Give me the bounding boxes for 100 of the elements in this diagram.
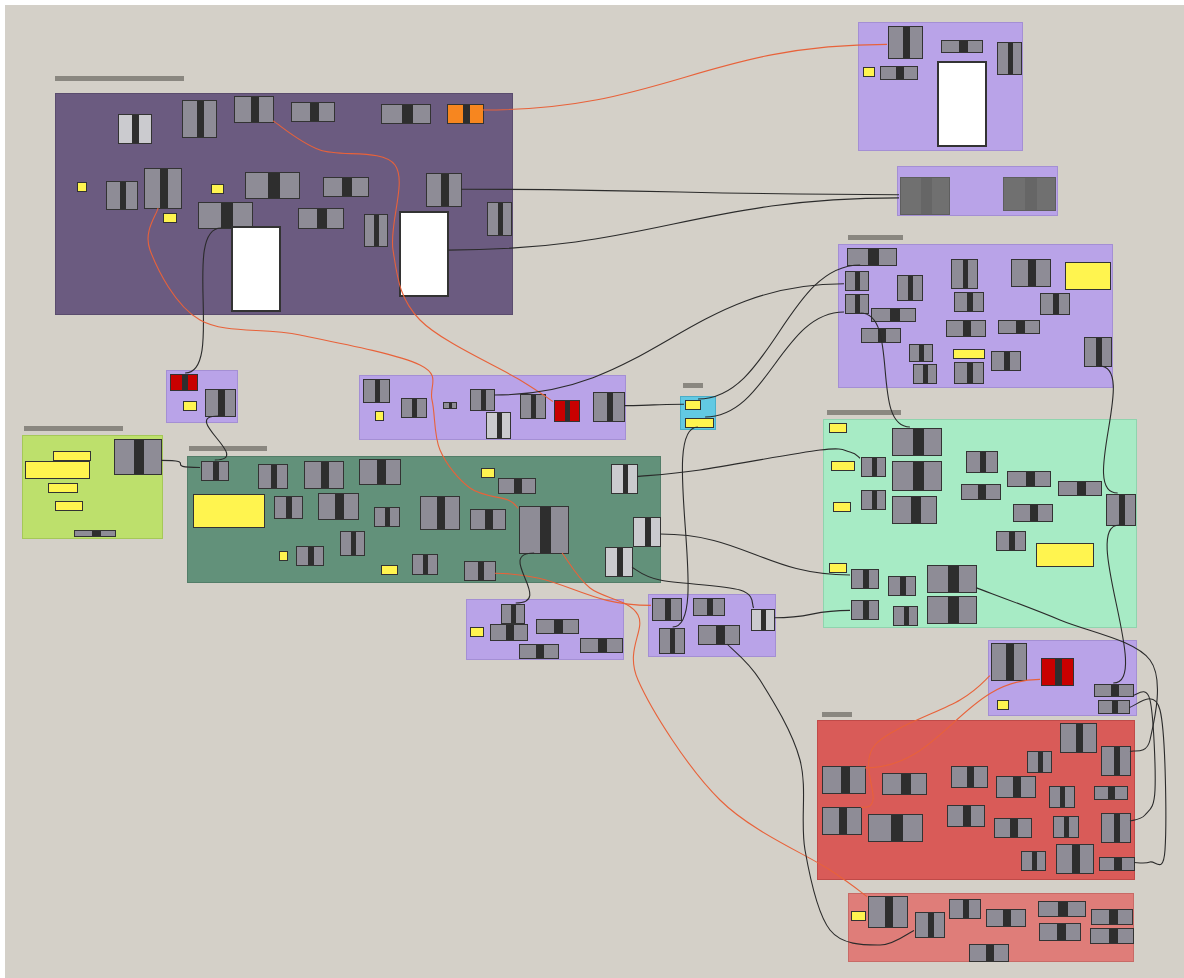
wire <box>493 283 845 396</box>
component-block <box>182 100 217 138</box>
component-block <box>487 202 512 236</box>
parameter-block <box>1065 262 1111 290</box>
component-block <box>205 389 236 417</box>
component-block <box>426 173 462 207</box>
component-block <box>245 172 300 199</box>
component-block <box>986 909 1026 927</box>
component-block <box>470 389 495 411</box>
group-panel <box>680 396 716 430</box>
component-block <box>1007 471 1051 487</box>
wire <box>561 552 868 898</box>
group-panel <box>187 456 661 583</box>
component-block <box>851 600 879 620</box>
component-block <box>954 362 984 384</box>
component-block <box>880 66 918 80</box>
wire <box>697 264 861 400</box>
component-block <box>633 517 661 547</box>
component-block <box>304 461 344 489</box>
wire <box>860 675 991 809</box>
group-panel <box>166 370 238 423</box>
wire <box>636 448 861 478</box>
component-block <box>893 606 918 626</box>
component-block <box>554 400 580 422</box>
component-block <box>868 896 908 928</box>
component-block <box>998 320 1040 334</box>
parameter-block <box>863 67 875 77</box>
component-block <box>340 531 365 556</box>
component-block <box>892 428 942 456</box>
group-panel <box>858 22 1023 151</box>
component-block <box>947 805 985 827</box>
component-block <box>892 496 937 524</box>
component-block <box>845 271 869 291</box>
group-panel <box>359 375 626 440</box>
component-block <box>464 561 496 581</box>
component-block <box>882 773 927 795</box>
component-block <box>892 461 942 491</box>
component-block <box>1094 684 1134 697</box>
component-block <box>951 259 978 289</box>
component-block <box>693 598 725 616</box>
component-block <box>519 644 559 659</box>
component-block <box>234 96 274 123</box>
group-panel <box>648 594 776 657</box>
wire <box>672 426 699 628</box>
wire <box>726 643 915 946</box>
component-block <box>420 496 460 530</box>
component-block <box>996 531 1026 551</box>
disabled-component-block <box>900 177 950 215</box>
component-block <box>1098 700 1130 714</box>
parameter-block <box>77 182 87 192</box>
component-block <box>997 42 1022 75</box>
component-block <box>861 490 886 510</box>
component-block <box>822 766 866 794</box>
parameter-block <box>279 551 288 561</box>
wire <box>1128 698 1167 866</box>
wire <box>206 415 228 461</box>
component-block <box>318 493 359 520</box>
group-panel <box>838 244 1113 388</box>
parameter-block <box>470 627 484 637</box>
component-block <box>1027 751 1052 773</box>
group-panel <box>817 720 1135 880</box>
component-block <box>991 643 1027 681</box>
parameter-block <box>831 461 855 471</box>
component-block <box>536 619 579 634</box>
component-block <box>909 344 933 362</box>
component-block <box>1041 658 1074 686</box>
wire <box>975 587 1158 752</box>
wire <box>460 188 900 196</box>
component-block <box>106 181 138 210</box>
parameter-block <box>833 502 851 512</box>
component-block <box>927 565 977 593</box>
component-block <box>1038 901 1086 917</box>
parameter-block <box>55 501 83 511</box>
component-block <box>490 624 528 641</box>
component-block <box>1106 494 1136 526</box>
component-block <box>969 944 1009 962</box>
group-panel <box>988 640 1137 716</box>
wire <box>704 311 845 418</box>
wire <box>515 552 535 604</box>
group-panel <box>897 166 1058 216</box>
group-panel <box>848 893 1134 962</box>
parameter-block <box>953 349 985 359</box>
component-block <box>501 604 525 624</box>
component-block <box>486 412 511 439</box>
component-block <box>954 292 984 312</box>
parameter-block <box>685 418 714 428</box>
wire <box>494 572 652 606</box>
component-block <box>847 248 897 266</box>
component-block <box>1011 259 1051 287</box>
parameter-block <box>829 563 847 573</box>
wire <box>859 312 911 428</box>
component-block <box>443 402 457 409</box>
component-block <box>74 530 116 537</box>
group-panel <box>55 93 513 315</box>
component-block <box>652 598 682 621</box>
wire <box>272 120 554 403</box>
component-block <box>144 168 182 209</box>
parameter-block <box>25 461 90 479</box>
component-block <box>1094 786 1128 800</box>
disabled-component-block <box>1003 177 1056 211</box>
